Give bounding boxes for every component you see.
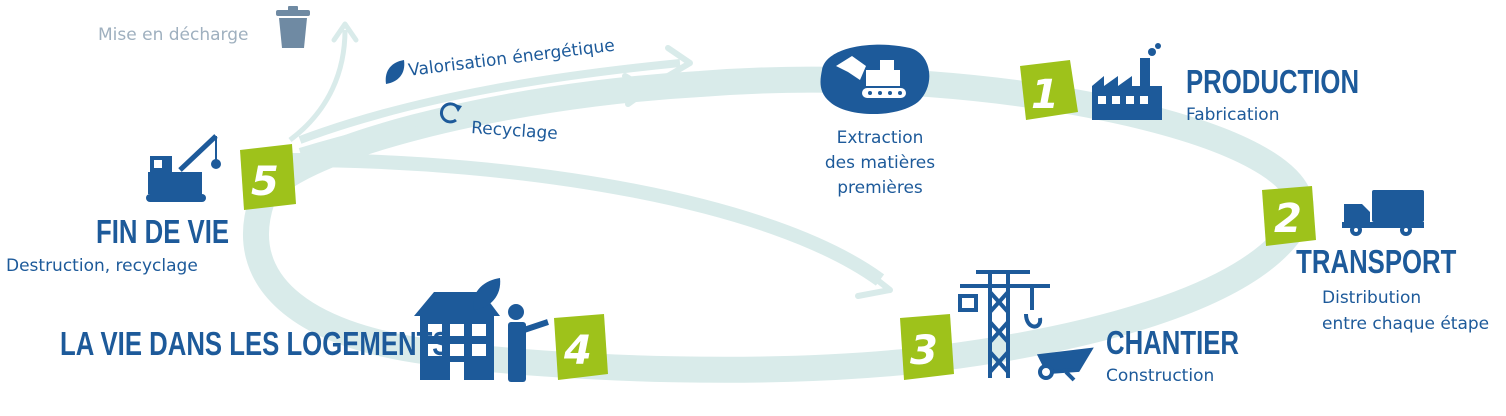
step-3-number: 3 bbox=[910, 328, 938, 374]
recycling-return-arrow bbox=[291, 153, 885, 286]
truck-icon bbox=[1342, 190, 1424, 236]
step-2-subtitle-line-1: Distribution bbox=[1322, 288, 1422, 308]
step-badge-2: 2 bbox=[1262, 186, 1316, 246]
energy-arrow bbox=[298, 59, 681, 144]
energy-arrowhead bbox=[665, 45, 693, 79]
recycling-arrow bbox=[298, 86, 641, 156]
step-3-title: CHANTIER bbox=[1106, 324, 1239, 361]
recycling-return-arrowhead bbox=[855, 265, 893, 299]
extraction-line-2: des matières bbox=[824, 153, 936, 173]
step-2-title: TRANSPORT bbox=[1295, 243, 1456, 280]
crane-wheelbarrow-icon bbox=[958, 270, 1094, 382]
step-4-number: 4 bbox=[563, 328, 592, 374]
step-5-title: FIN DE VIE bbox=[96, 213, 230, 250]
factory-icon bbox=[1092, 43, 1162, 120]
step-badge-4: 4 bbox=[554, 314, 608, 380]
recycling-arrowhead bbox=[622, 73, 651, 107]
extraction-line-1: Extraction bbox=[836, 128, 924, 148]
landfill-arrow bbox=[288, 29, 348, 142]
step-5-number: 5 bbox=[251, 159, 279, 205]
recycle-icon bbox=[440, 102, 462, 124]
excavator-icon bbox=[820, 44, 930, 114]
landfill-arrowhead bbox=[331, 21, 359, 43]
step-1-number: 1 bbox=[1031, 72, 1059, 118]
house-person-icon bbox=[414, 278, 549, 382]
landfill-label: Mise en décharge bbox=[98, 25, 249, 45]
step-4-title: LA VIE DANS LES LOGEMENTS bbox=[60, 325, 450, 362]
step-3-subtitle: Construction bbox=[1106, 366, 1215, 386]
step-2-subtitle-line-2: entre chaque étape bbox=[1322, 314, 1490, 334]
step-badge-5: 5 bbox=[240, 144, 296, 210]
step-badge-3: 3 bbox=[900, 314, 954, 380]
step-badge-1: 1 bbox=[1020, 60, 1078, 120]
step-1-title: PRODUCTION bbox=[1186, 63, 1360, 100]
step-1-subtitle: Fabrication bbox=[1186, 105, 1280, 125]
demolition-crane-icon bbox=[146, 134, 221, 202]
step-5-subtitle: Destruction, recyclage bbox=[6, 256, 198, 276]
leaf-icon bbox=[385, 60, 405, 84]
trash-can-icon bbox=[276, 6, 310, 48]
extraction-line-3: premières bbox=[837, 178, 923, 198]
step-2-number: 2 bbox=[1274, 196, 1302, 242]
